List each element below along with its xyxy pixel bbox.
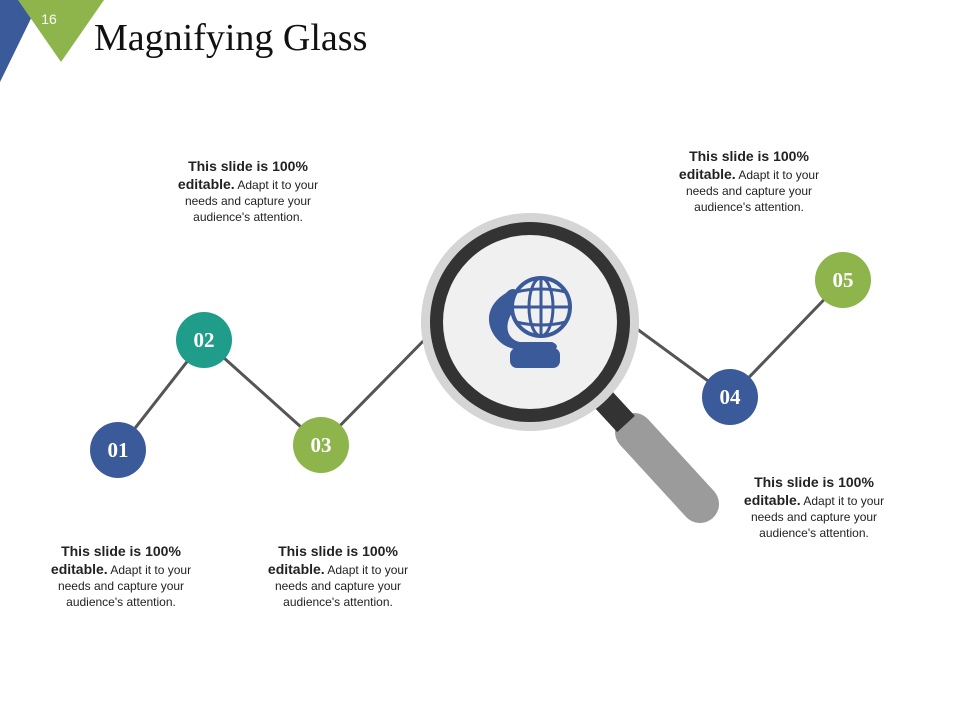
step-description-03: This slide is 100% editable. Adapt it to… <box>258 542 418 610</box>
description-lead: This slide is 100% editable. <box>50 543 181 577</box>
description-body: Adapt it to your needs and capture your … <box>750 494 885 540</box>
slide-title: Magnifying Glass <box>94 17 368 59</box>
magnifying-glass <box>421 213 719 523</box>
description-body: Adapt it to your needs and capture your … <box>184 178 319 224</box>
description-lead: This slide is 100% editable. <box>267 543 398 577</box>
step-description-02: This slide is 100% editable. Adapt it to… <box>168 157 328 225</box>
corner-blue-triangle <box>0 0 40 82</box>
step-node-03: 03 <box>293 417 349 473</box>
step-node-05: 05 <box>815 252 871 308</box>
step-node-02: 02 <box>176 312 232 368</box>
description-body: Adapt it to your needs and capture your … <box>57 563 192 609</box>
corner-decoration <box>0 0 104 82</box>
step-node-01: 01 <box>90 422 146 478</box>
corner-green-triangle <box>18 0 104 62</box>
description-lead: This slide is 100% editable. <box>177 158 308 192</box>
magnifier-handle <box>615 413 719 523</box>
step-description-01: This slide is 100% editable. Adapt it to… <box>41 542 201 610</box>
description-body: Adapt it to your needs and capture your … <box>274 563 409 609</box>
description-lead: This slide is 100% editable. <box>743 474 874 508</box>
description-lead: This slide is 100% editable. <box>678 148 809 182</box>
step-description-05: This slide is 100% editable. Adapt it to… <box>669 147 829 215</box>
description-body: Adapt it to your needs and capture your … <box>685 168 820 214</box>
step-node-04: 04 <box>702 369 758 425</box>
step-description-04: This slide is 100% editable. Adapt it to… <box>734 473 894 541</box>
globe-in-hand-icon <box>488 276 572 368</box>
slide-number: 16 <box>41 11 57 27</box>
